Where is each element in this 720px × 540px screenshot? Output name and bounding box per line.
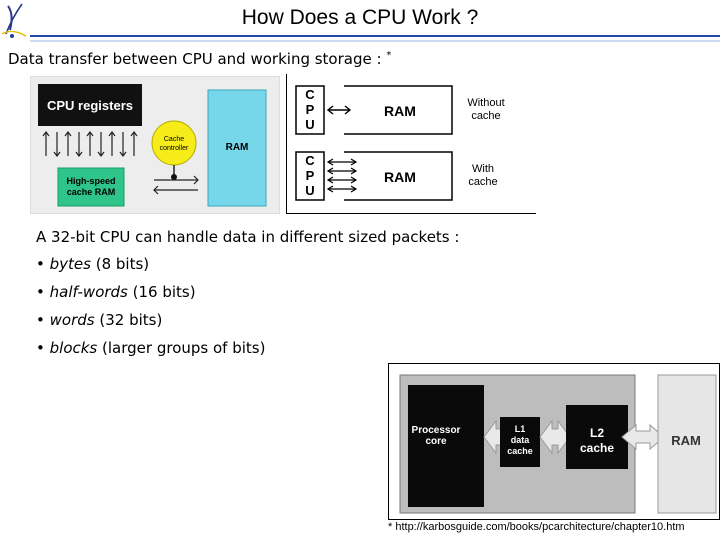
cache-controller-label-1: Cache <box>164 136 184 143</box>
ram-label-hierarchy: RAM <box>671 433 701 448</box>
cache-ram-label-1: High-speed <box>66 176 115 186</box>
cache-controller-diagram: CPU registers High-speed cache RAM Cache… <box>30 76 280 214</box>
register-arrows <box>42 131 138 157</box>
cpu-letter-p: P <box>306 102 315 117</box>
l1-label-3: cache <box>507 446 533 456</box>
bullet-blocks: • blocks (larger groups of bits) <box>36 339 266 357</box>
cpu-letter-u-2: U <box>305 183 314 198</box>
bullet-term: bytes <box>49 255 91 273</box>
without-cache-label-2: cache <box>471 110 500 122</box>
header-rule <box>30 35 720 42</box>
without-cache-arrows <box>326 105 352 115</box>
bullet-detail: (8 bits) <box>95 255 150 273</box>
bullet-term: half-words <box>49 283 128 301</box>
cache-hierarchy-diagram: Processor core L1 data cache L2 cache RA… <box>388 363 720 520</box>
l2-label-2: cache <box>580 441 614 455</box>
cpu-letter-c: C <box>305 87 315 102</box>
cpu-letter-p-2: P <box>306 168 315 183</box>
with-cache-label-1: With <box>472 163 494 175</box>
cache-controller-label-2: controller <box>160 145 189 152</box>
processor-core-label-2: core <box>425 436 447 447</box>
l2-label-1: L2 <box>590 426 604 440</box>
cache-comparison-diagram: C P U RAM Without cache C P U RAM With c… <box>286 74 536 214</box>
ram-label: RAM <box>226 142 249 153</box>
cache-ram-label-2: cache RAM <box>67 187 116 197</box>
slide-title: How Does a CPU Work ? <box>241 6 479 29</box>
ram-label-without: RAM <box>384 103 416 119</box>
with-cache-arrows <box>326 158 358 193</box>
cpu-registers-label: CPU registers <box>47 98 133 113</box>
bullet-detail: (32 bits) <box>99 311 163 329</box>
l1-label-2: data <box>511 435 531 445</box>
ram-label-with: RAM <box>384 169 416 185</box>
intro-text: A 32-bit CPU can handle data in differen… <box>36 228 460 246</box>
with-cache-label-2: cache <box>468 176 497 188</box>
logo <box>0 0 30 44</box>
footnote-source: * http://karbosguide.com/books/pcarchite… <box>388 521 685 533</box>
bullet-term: words <box>49 311 95 329</box>
bullet-bytes: • bytes (8 bits) <box>36 255 150 273</box>
logo-icon <box>1 3 27 38</box>
l1-label-1: L1 <box>515 424 526 434</box>
without-cache-label-1: Without <box>467 97 504 109</box>
cpu-letter-c-2: C <box>305 153 315 168</box>
bullet-words: • words (32 bits) <box>36 311 163 329</box>
subtitle-footnote-mark: * <box>386 50 392 61</box>
slide-subtitle: Data transfer between CPU and working st… <box>8 50 391 68</box>
bullet-half-words: • half-words (16 bits) <box>36 283 196 301</box>
cpu-letter-u: U <box>305 117 314 132</box>
subtitle-text: Data transfer between CPU and working st… <box>8 50 382 68</box>
bullet-term: blocks <box>49 339 98 357</box>
bullet-detail: (larger groups of bits) <box>102 339 266 357</box>
processor-core-label-1: Processor <box>412 425 461 436</box>
transfer-arrows <box>153 175 199 195</box>
bullet-detail: (16 bits) <box>132 283 196 301</box>
